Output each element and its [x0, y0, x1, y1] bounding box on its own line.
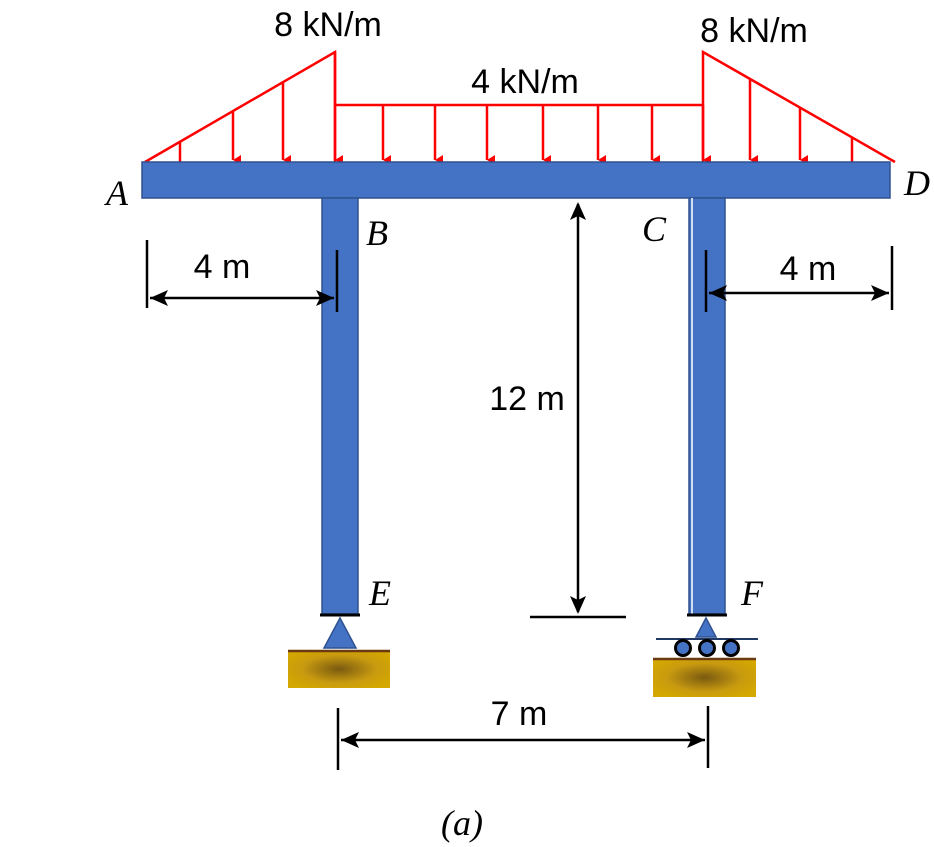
middle-load-label: 4 kN/m [471, 63, 579, 101]
dimension-label-column-height: 12 m [489, 380, 565, 418]
frame-members [141, 161, 891, 617]
dimension-column-height [530, 202, 626, 619]
column-be [321, 197, 359, 615]
roller-triangle [694, 616, 718, 638]
dimension-label-span: 7 m [491, 695, 548, 733]
node-label-b: B [366, 213, 388, 253]
node-label-c: C [642, 209, 667, 249]
dimension-label-right-overhang: 4 m [780, 250, 837, 288]
dimension-label-left-overhang: 4 m [194, 248, 251, 286]
dimension-span [336, 706, 710, 770]
roller-support-f [653, 616, 758, 697]
roller-wheel [722, 639, 740, 657]
support-base [288, 650, 390, 688]
beam-ad [141, 161, 891, 199]
distributed-loads [144, 49, 896, 165]
support-base [653, 658, 756, 697]
node-label-a: A [104, 173, 129, 213]
pin-support-e [288, 616, 390, 688]
node-label-d: D [903, 163, 930, 203]
figure-caption: (a) [441, 803, 483, 843]
roller-wheel [698, 639, 716, 657]
pin-triangle [322, 616, 358, 649]
left-triangular-load [144, 49, 337, 164]
left-load-label: 8 kN/m [274, 6, 382, 44]
dimension-left-overhang [145, 240, 339, 312]
roller-wheel [674, 639, 692, 657]
node-label-e: E [368, 573, 391, 613]
right-load-label: 8 kN/m [700, 12, 808, 50]
dimension-right-overhang [704, 246, 894, 312]
node-label-f: F [740, 573, 764, 613]
